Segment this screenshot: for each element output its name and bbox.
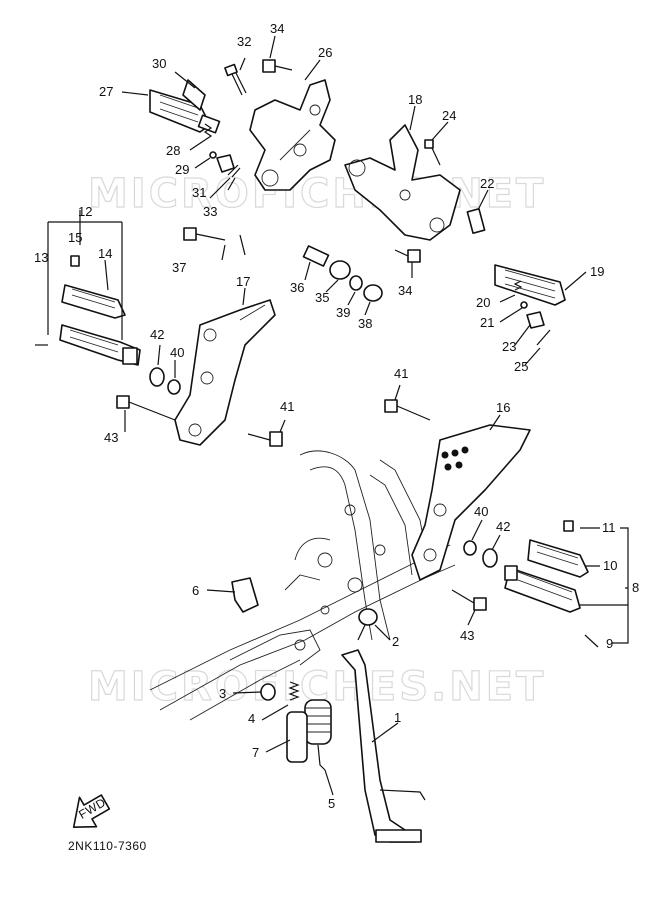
callout-41: 41 — [280, 399, 294, 414]
callout-22: 22 — [480, 176, 494, 191]
callout-40b: 40 — [474, 504, 488, 519]
leader-lines — [47, 35, 629, 796]
callout-37: 37 — [172, 260, 186, 275]
callout-33: 33 — [203, 204, 217, 219]
rear-footrest-bracket-left — [249, 79, 336, 191]
callout-9: 9 — [606, 636, 613, 651]
pin-9 — [584, 634, 599, 648]
callout-34b: 34 — [398, 283, 412, 298]
callout-24: 24 — [442, 108, 456, 123]
callout-14: 14 — [98, 246, 112, 261]
callout-21: 21 — [480, 315, 494, 330]
callout-42b: 42 — [496, 519, 510, 534]
callout-43b: 43 — [460, 628, 474, 643]
callout-36: 36 — [290, 280, 304, 295]
callout-32: 32 — [237, 34, 251, 49]
callout-38: 38 — [358, 316, 372, 331]
callout-2: 2 — [392, 634, 399, 649]
callout-42: 42 — [150, 327, 164, 342]
bolt-41-left — [247, 431, 283, 447]
callout-11: 11 — [602, 520, 616, 535]
callout-19: 19 — [590, 264, 604, 279]
washer-42-right — [482, 548, 498, 568]
callout-31: 31 — [192, 185, 206, 200]
front-footrest-bracket-right — [411, 424, 531, 581]
forward-arrow-icon: FWD — [72, 794, 111, 828]
nut-3 — [260, 683, 276, 701]
callout-16: 16 — [496, 400, 510, 415]
callout-6: 6 — [192, 583, 199, 598]
collar-35 — [329, 260, 351, 280]
callout-12: 12 — [78, 204, 92, 219]
footpeg-27 — [149, 89, 221, 134]
washer-42-left — [149, 367, 165, 387]
spring-28 — [203, 123, 213, 141]
callout-29: 29 — [175, 162, 189, 177]
collar-36 — [302, 245, 330, 267]
bracket-6 — [231, 577, 259, 613]
watermark-top: MICROFICHES.NET — [88, 171, 546, 217]
rear-footrest-bracket-right — [344, 124, 461, 241]
spring-5 — [304, 699, 332, 771]
washer-40-left — [167, 379, 181, 395]
callout-27: 27 — [99, 84, 113, 99]
collar-38 — [363, 284, 383, 302]
callout-17: 17 — [236, 274, 250, 289]
callout-10: 10 — [603, 558, 617, 573]
callout-8: 8 — [632, 580, 639, 595]
bolt-15 — [70, 255, 80, 267]
washer-39 — [349, 275, 363, 291]
callout-34: 34 — [270, 21, 284, 36]
callout-1: 1 — [394, 710, 401, 725]
front-footrest-bracket-left — [174, 299, 276, 446]
callout-23: 23 — [502, 339, 516, 354]
bolt-34-right — [394, 249, 421, 263]
clip-25 — [536, 329, 551, 346]
callout-4: 4 — [248, 711, 255, 726]
callout-35: 35 — [315, 290, 329, 305]
callout-numbers: 1 2 3 4 5 6 7 8 9 10 11 12 13 14 15 16 1… — [34, 21, 639, 811]
callout-41b: 41 — [394, 366, 408, 381]
callout-26: 26 — [318, 45, 332, 60]
bolt-34-top — [262, 59, 293, 73]
bolt-43-right — [451, 589, 487, 611]
callout-30: 30 — [152, 56, 166, 71]
callout-7: 7 — [252, 745, 259, 760]
callout-18: 18 — [408, 92, 422, 107]
callout-25: 25 — [514, 359, 528, 374]
bolt-43-left — [116, 395, 176, 421]
bolt-32 — [224, 63, 247, 96]
bolt-37 — [183, 227, 226, 241]
callout-43: 43 — [104, 430, 118, 445]
callout-40: 40 — [170, 345, 184, 360]
callout-5: 5 — [328, 796, 335, 811]
clip-33 — [227, 164, 241, 178]
footpeg-19 — [494, 264, 566, 306]
pin-30 — [182, 79, 206, 111]
plate-23 — [526, 311, 545, 329]
callout-39: 39 — [336, 305, 350, 320]
bolt-11 — [563, 520, 574, 532]
sidestand-1 — [341, 649, 426, 843]
bolt-24 — [424, 139, 441, 166]
bolt-2 — [357, 608, 378, 641]
spring-4 — [288, 681, 300, 701]
callout-20: 20 — [476, 295, 490, 310]
callout-28: 28 — [166, 143, 180, 158]
callout-15: 15 — [68, 230, 82, 245]
footpeg-assembly-right — [504, 539, 589, 613]
bolt-41-right — [384, 399, 431, 421]
ball-21 — [520, 301, 528, 309]
washer-40-right — [463, 540, 477, 556]
spring-20 — [513, 280, 523, 291]
plate-31 — [216, 154, 235, 173]
callout-3: 3 — [219, 686, 226, 701]
pin-22 — [466, 208, 486, 234]
footpeg-assembly-left — [59, 284, 141, 366]
part-code: 2NK110-7360 — [68, 839, 147, 853]
callout-13: 13 — [34, 250, 48, 265]
spring-cover-7 — [286, 711, 308, 763]
ball-29 — [209, 151, 217, 159]
